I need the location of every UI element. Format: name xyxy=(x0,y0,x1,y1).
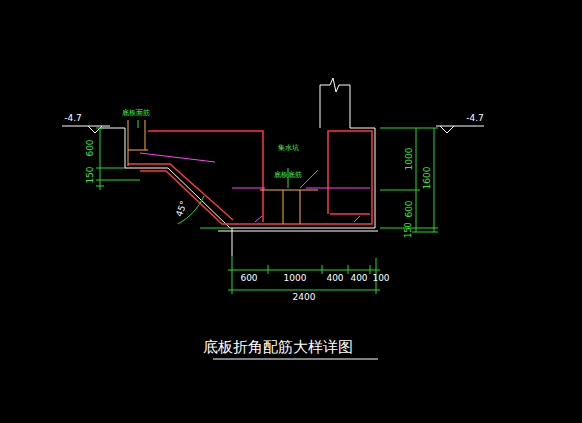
rebar-label: 底板底筋 xyxy=(274,172,302,179)
dimension-text: 400 xyxy=(350,274,367,283)
elevation-mark: -4.7 xyxy=(466,114,484,123)
dimension-text: 1000 xyxy=(284,274,307,283)
dimension-text: 600 xyxy=(405,200,414,217)
angle-text: 45° xyxy=(175,200,189,218)
dimension-text: 400 xyxy=(326,274,343,283)
dimension-text: 100 xyxy=(372,274,389,283)
dimension-text: 150 xyxy=(86,166,95,183)
dimension-text: 150 xyxy=(405,222,413,237)
dimension-text: 2400 xyxy=(293,293,316,302)
dimension-text: 600 xyxy=(240,274,257,283)
dimension-text: 1600 xyxy=(423,167,432,190)
dimension-text: 600 xyxy=(86,139,95,156)
pit-label: 集水坑 xyxy=(278,145,299,152)
elevation-mark: -4.7 xyxy=(64,114,82,123)
dimension-text: 1000 xyxy=(405,148,414,171)
drawing-title: 底板折角配筋大样详图 xyxy=(203,340,353,355)
rebar-label: 底板面筋 xyxy=(122,110,150,117)
